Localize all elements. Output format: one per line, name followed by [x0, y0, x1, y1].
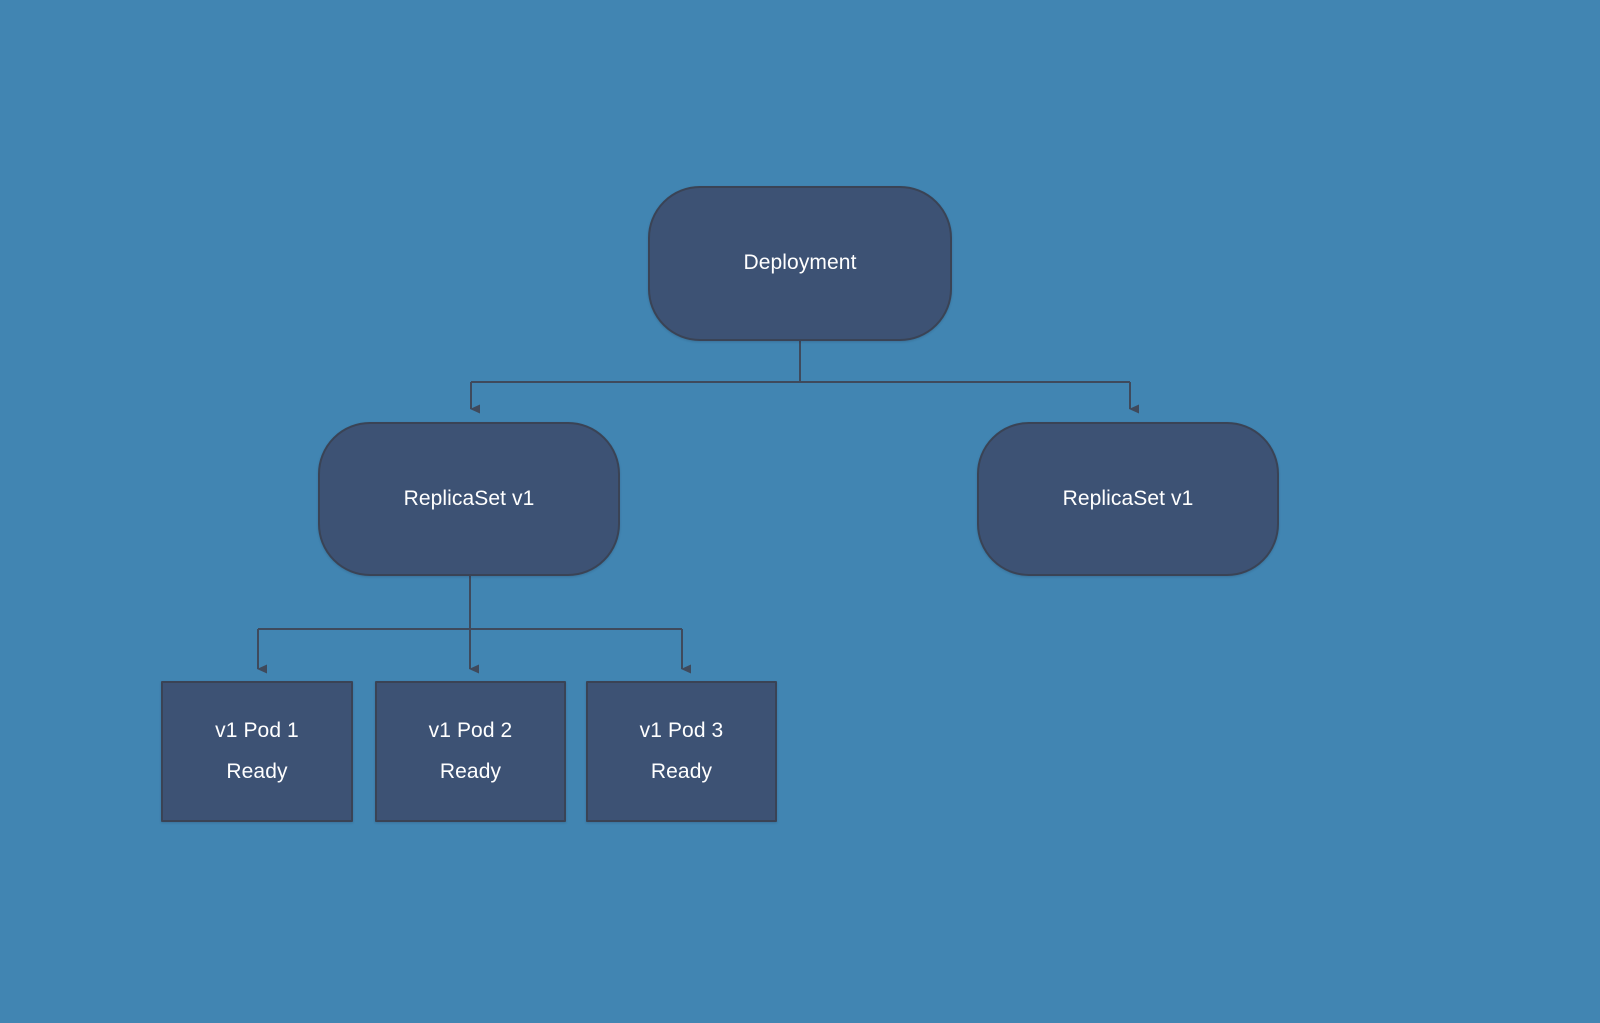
node-pod-1[interactable]: v1 Pod 1 Ready — [161, 681, 353, 822]
node-replicaset-1-label: ReplicaSet v1 — [403, 486, 535, 510]
node-pod-3-status: Ready — [650, 760, 713, 783]
node-replicaset-v1-active[interactable]: ReplicaSet v1 — [318, 422, 620, 576]
node-pod-3[interactable]: v1 Pod 3 Ready — [586, 681, 777, 822]
node-deployment-label: Deployment — [743, 251, 857, 275]
node-pod-2-name: v1 Pod 2 — [428, 718, 513, 742]
node-pod-1-name: v1 Pod 1 — [215, 718, 299, 742]
node-pod-2[interactable]: v1 Pod 2 Ready — [375, 681, 566, 822]
node-pod-2-status: Ready — [439, 760, 502, 783]
node-replicaset-2-label: ReplicaSet v1 — [1062, 486, 1194, 510]
node-pod-3-name: v1 Pod 3 — [639, 718, 724, 742]
edge-replicaset1-to-pods — [257, 576, 691, 674]
node-pod-1-status: Ready — [226, 760, 288, 783]
edge-deployment-to-replicasets — [470, 341, 1139, 414]
node-deployment[interactable]: Deployment — [648, 186, 952, 341]
node-replicaset-v1-secondary[interactable]: ReplicaSet v1 — [977, 422, 1279, 576]
